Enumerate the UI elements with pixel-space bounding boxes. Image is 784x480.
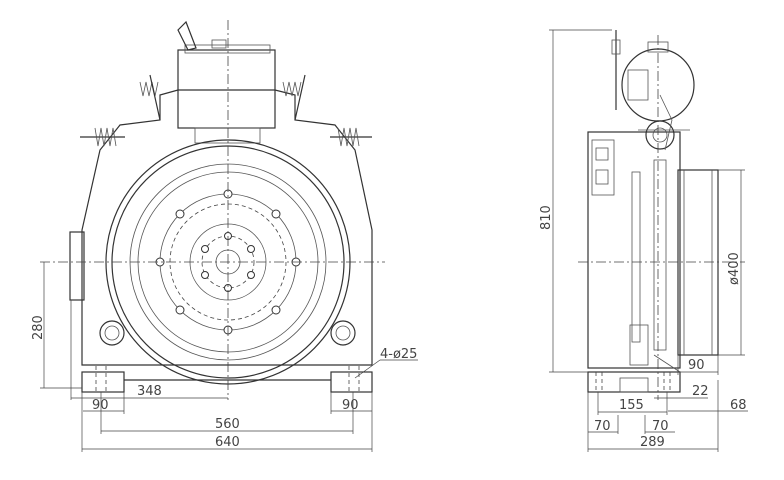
frame-outline: [81, 89, 373, 366]
dim-90-right: 90: [342, 398, 359, 413]
side-view: 810 ø400 90 22 68 155 70 70 289: [539, 29, 748, 452]
brake-spring-right: [282, 81, 372, 147]
brake-spring-left: [80, 81, 159, 147]
dim-348: 348: [137, 384, 162, 399]
foot-right: [330, 371, 373, 393]
dim-68: 68: [730, 398, 747, 413]
dim-640: 640: [215, 435, 240, 450]
dim-bolt-holes: 4-ø25: [380, 347, 417, 362]
brake-housing: [177, 49, 276, 129]
dim-70-left: 70: [594, 419, 611, 434]
dim-70-right: 70: [652, 419, 669, 434]
dim-90-side: 90: [688, 358, 705, 373]
sheave-bolts: [155, 189, 301, 335]
side-body: [587, 131, 681, 369]
dim-90-left: 90: [92, 398, 109, 413]
dim-560: 560: [215, 417, 240, 432]
dim-155: 155: [619, 398, 644, 413]
shaft-stub: [69, 231, 85, 301]
dim-22: 22: [692, 384, 709, 399]
lifting-eye-left: [99, 320, 125, 346]
foot-left: [81, 371, 125, 393]
front-view: 280 348 90 90 560 640 4-ø25: [31, 20, 418, 452]
dim-810: 810: [539, 205, 554, 230]
dim-289: 289: [640, 435, 665, 450]
dim-280: 280: [31, 315, 46, 340]
lifting-eye-right: [330, 320, 356, 346]
dim-o400: ø400: [727, 252, 742, 285]
side-sheave: [677, 169, 719, 356]
release-lever: [177, 20, 197, 51]
